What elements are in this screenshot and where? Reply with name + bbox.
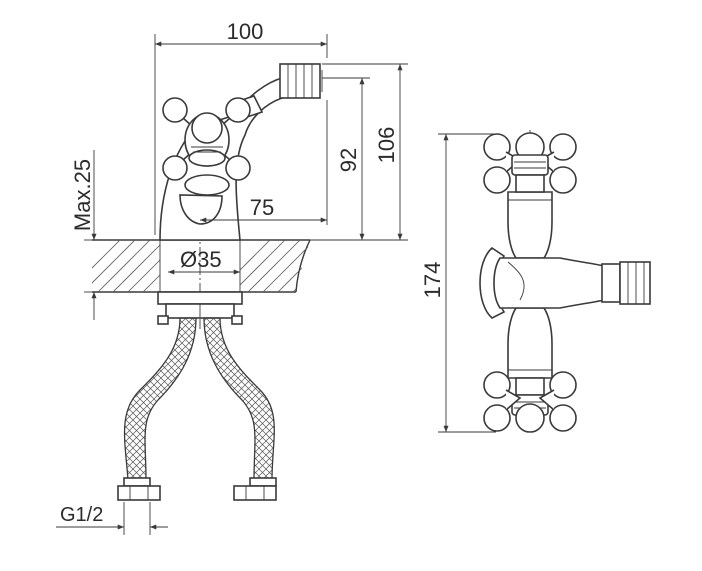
front-view: 174 <box>420 130 651 433</box>
cross-handle-front-bottom <box>483 371 577 433</box>
dim-height-inner: 92 <box>336 148 361 172</box>
braided-hoses <box>117 317 277 501</box>
spout-nozzle-front <box>601 261 651 305</box>
cross-handle-side <box>162 97 251 196</box>
spout-nozzle <box>279 63 323 99</box>
dim-max-thickness: Max.25 <box>70 159 95 231</box>
mounting-nut <box>157 291 243 325</box>
side-view <box>92 63 323 501</box>
faucet-body-side <box>159 63 323 241</box>
dim-height-outer: 106 <box>374 127 399 164</box>
dim-inlet-thread: G1/2 <box>60 504 103 526</box>
dim-width-top: 100 <box>227 19 264 44</box>
dim-spout-reach: 75 <box>250 195 274 220</box>
dim-front-height: 174 <box>420 262 445 299</box>
hose-fitting-left <box>117 477 161 501</box>
cross-handle-front-top <box>483 132 577 194</box>
hose-fitting-right <box>233 477 277 501</box>
dimension-lines: 100 75 92 106 Max.25 Ø35 G1/2 <box>56 19 408 535</box>
dim-hole-diameter: Ø35 <box>180 247 222 272</box>
